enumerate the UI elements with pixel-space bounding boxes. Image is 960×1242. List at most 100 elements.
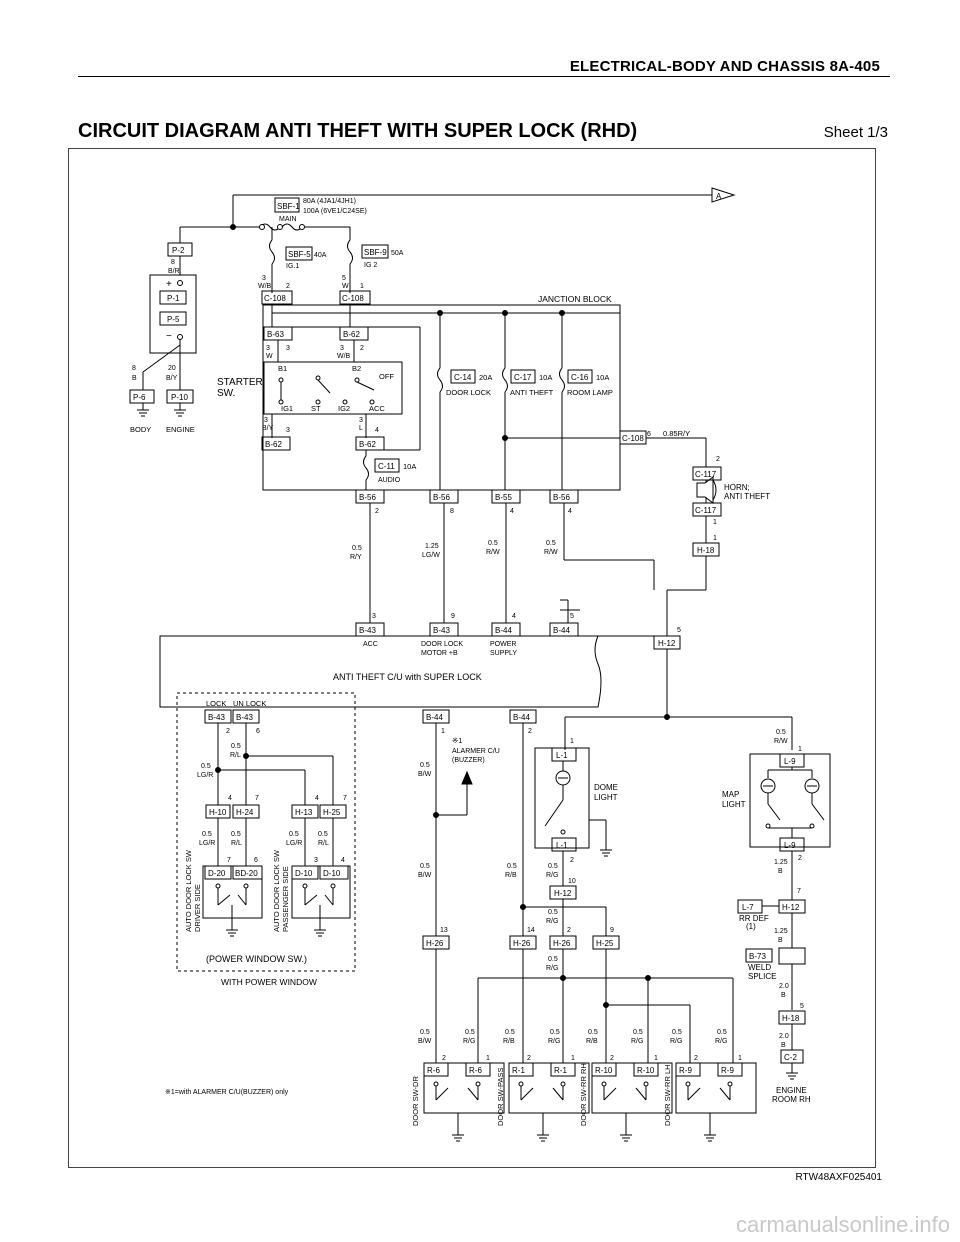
door-sw-w2-size: 0.5 (717, 1029, 727, 1036)
dome-h25-pin: 9 (610, 927, 614, 934)
door-sw-contact (520, 1087, 534, 1101)
l1b-label: L-1 (556, 841, 568, 850)
w6-color: L (359, 425, 363, 432)
door-sw-w2-color: R/G (463, 1038, 475, 1045)
diagram-frame (68, 148, 876, 1168)
c117a-pin: 2 (716, 456, 720, 463)
weld-splice-box (778, 947, 806, 965)
main-rating-2: 100A (6VE1/C24SE) (303, 208, 367, 215)
door-sw-pin-1: 2 (527, 1055, 531, 1062)
door-sw-conn-box-2 (465, 1062, 491, 1077)
c16-name: ROOM LAMP (567, 388, 613, 397)
door-sw-name: DOOR SW-RR RH (579, 1063, 588, 1126)
door-sw-conn-box-1 (675, 1062, 701, 1077)
door-sw-terminal (433, 1081, 439, 1087)
b1-label: B1 (278, 364, 287, 373)
door-sw-conn-label-2: R-1 (554, 1066, 567, 1075)
door-sw-conn-box-2 (550, 1062, 576, 1077)
b43r-label: B-43 (236, 713, 253, 722)
door-sw-terminal (475, 1081, 481, 1087)
map-b4-size: 2.0 (779, 1033, 789, 1040)
door-sw-contact (552, 1087, 564, 1101)
door-sw-w2-color: R/G (548, 1038, 560, 1045)
weld-label-1: WELD (748, 963, 771, 972)
c17-rating: 10A (539, 373, 552, 382)
map-b3-color: B (781, 992, 786, 999)
map-h12-pin: 7 (797, 888, 801, 895)
door-sw-conn-label-1: R-9 (679, 1066, 692, 1075)
p10-label: P-10 (171, 393, 188, 402)
weld-label-2: SPLICE (748, 972, 776, 981)
door-sw-pin-2: 1 (571, 1055, 575, 1062)
b43b-name-2: MOTOR +B (421, 650, 458, 657)
pw-a-color: LG/R (199, 840, 215, 847)
dome-rg-size: 0.5 (548, 863, 558, 870)
door-sw-terminal (643, 1081, 649, 1087)
door-sw-pin-2: 1 (738, 1055, 742, 1062)
d10b-pin: 4 (341, 857, 345, 864)
right-wire-color: B/Y (166, 375, 178, 382)
alarm-b44-label: B-44 (426, 713, 443, 722)
w1-pin: 2 (286, 283, 290, 290)
h24-label: H-24 (236, 808, 254, 817)
left-wire-size: 8 (132, 365, 136, 372)
door-sw-w2-color: R/G (631, 1038, 643, 1045)
control-unit-box (159, 635, 602, 708)
door-sw-w2-color: R/G (715, 1038, 727, 1045)
door-sw-contact (687, 1087, 701, 1101)
dome-h26b-pin: 2 (567, 927, 571, 934)
right-wire-size: 20 (168, 365, 176, 372)
door-sw-name: DOOR SW-RR LH (663, 1064, 672, 1126)
engine-room-label-1: ENGINE (776, 1086, 807, 1095)
sbf9-label: SBF-9 (364, 248, 387, 257)
w2-color: W (342, 283, 349, 290)
main-label: MAIN (279, 216, 297, 223)
d20-label: D-20 (208, 869, 226, 878)
c16-label: C-16 (571, 373, 589, 382)
section-header: ELECTRICAL-BODY AND CHASSIS 8A-405 (569, 58, 880, 75)
starter-label-2: SW. (217, 388, 235, 399)
door-sw-pin-2: 1 (654, 1055, 658, 1062)
bd20-label: BD-20 (235, 869, 258, 878)
door-sw-pin-1: 2 (610, 1055, 614, 1062)
door-sw-contact (719, 1087, 731, 1101)
h12-cu-pin: 5 (677, 627, 681, 634)
pw-c-size: 0.5 (289, 831, 299, 838)
b56a-pin: 2 (375, 508, 379, 515)
w2-pin: 1 (360, 283, 364, 290)
c108a-label: C-108 (264, 294, 286, 303)
door-sw-w2-size: 0.5 (633, 1029, 643, 1036)
pw-b-size: 0.5 (231, 831, 241, 838)
map-b-size: 1.25 (774, 859, 788, 866)
c11-name: AUDIO (378, 477, 401, 484)
passenger-switch-label-2: PASSENGER SIDE (281, 866, 290, 932)
h25-pin: 7 (343, 795, 347, 802)
body-ground-label: BODY (130, 425, 151, 434)
pw-c-color: LG/R (286, 840, 302, 847)
door-sw-conn-box-1 (423, 1062, 449, 1077)
h10-pin: 4 (228, 795, 232, 802)
main-rating-1: 80A (4JA1/4JH1) (303, 198, 356, 205)
b43b-label: B-43 (433, 626, 450, 635)
lock-label: LOCK (206, 699, 226, 708)
map-rw-size: 0.5 (776, 729, 786, 736)
junction-block (262, 304, 621, 491)
b2-label: B2 (352, 364, 361, 373)
off-label: OFF (379, 372, 394, 381)
map-rw-color: R/W (774, 738, 788, 745)
passenger-switch-label-1: AUTO DOOR LOCK SW (272, 849, 281, 932)
p1-label: P-1 (167, 294, 180, 303)
figure-reference: RTW48AXF025401 (795, 1172, 882, 1183)
h24-pin: 7 (255, 795, 259, 802)
sbf5-box (285, 246, 313, 261)
c11-label: C-11 (378, 462, 395, 471)
door-sw-name: DOOR SW-DR (411, 1076, 420, 1126)
c14-label: C-14 (454, 373, 472, 382)
door-sw-contact (435, 1087, 449, 1101)
w3-pin: 3 (286, 345, 290, 352)
rl-size: 0.5 (231, 743, 241, 750)
door-sw-terminal (560, 1081, 566, 1087)
b55-pin: 4 (510, 508, 514, 515)
